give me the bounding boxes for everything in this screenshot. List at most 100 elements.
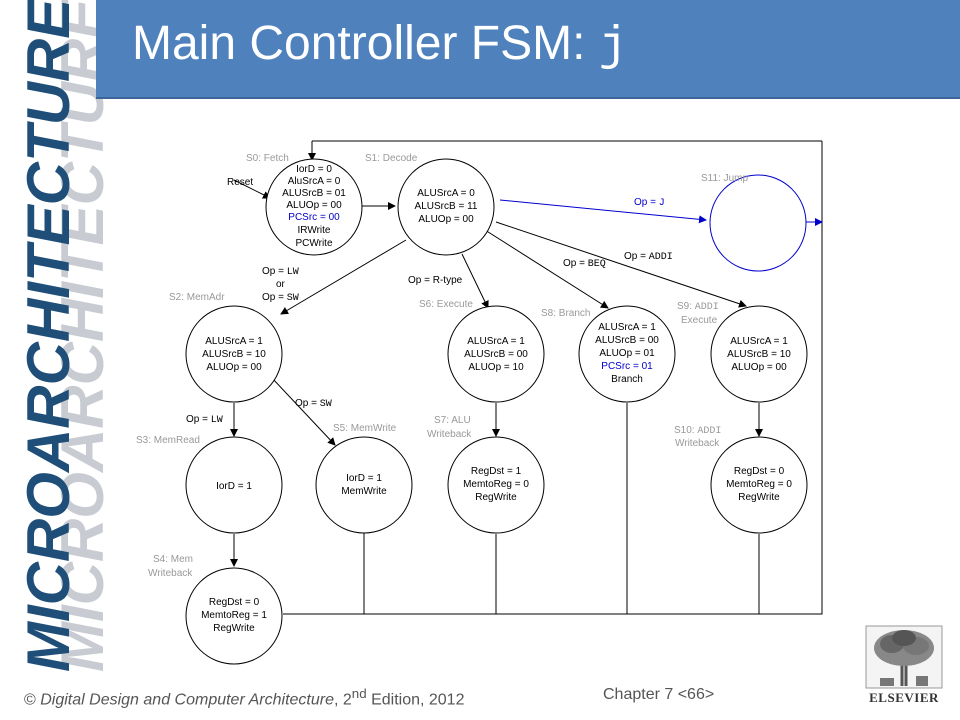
book-title: Digital Design and Computer Architecture: [40, 691, 334, 709]
state-s5: [315, 436, 413, 534]
s0-line: ALUOp = 00: [286, 200, 342, 211]
label-s2: S2: MemAdr: [169, 292, 225, 303]
s0-line: AluSrcA = 0: [288, 176, 341, 187]
s1-line: ALUOp = 00: [418, 214, 474, 225]
label-s9-line1: S9: ADDI: [677, 301, 719, 313]
op-prefix: Op =: [186, 414, 211, 425]
op-lw-sw-label-1: Op = LW: [262, 266, 299, 278]
label-s3: S3: MemRead: [136, 435, 200, 446]
s0-outputs: IorD = 0 AluSrcA = 0 ALUSrcB = 01 ALUOp …: [282, 164, 346, 249]
slide-title: Main Controller FSM: j: [132, 16, 628, 74]
publisher-name: ELSEVIER: [869, 690, 939, 705]
s0-line: PCWrite: [295, 238, 332, 249]
s4-outputs: RegDst = 0 MemtoReg = 1 RegWrite: [201, 597, 267, 634]
state-s1: [397, 158, 495, 256]
state-s10: [710, 436, 808, 534]
s3-outputs: IorD = 1: [216, 481, 252, 492]
s9-line: ALUSrcA = 1: [730, 336, 788, 347]
copyright: ©: [24, 691, 41, 709]
s6-line: ALUOp = 10: [468, 362, 524, 373]
state-s0: [265, 158, 363, 256]
state-s11: [709, 174, 807, 272]
op-code: SW: [287, 293, 299, 304]
s1-line: ALUSrcA = 0: [417, 188, 475, 199]
s5-line: IorD = 1: [346, 473, 382, 484]
label-s0: S0: Fetch: [246, 153, 289, 164]
op-prefix: Op =: [262, 266, 287, 277]
s2-outputs: ALUSrcA = 1 ALUSrcB = 10 ALUOp = 00: [202, 336, 266, 373]
s7-line: MemtoReg = 0: [463, 479, 529, 490]
op-code: BEQ: [588, 259, 606, 270]
return-wires: [283, 140, 823, 615]
state-labels: S0: Fetch S1: Decode S2: MemAdr S3: MemR…: [136, 153, 748, 579]
footer-citation: © Digital Design and Computer Architectu…: [24, 686, 464, 709]
op-addi-label: Op = ADDI: [624, 251, 673, 263]
label-s6: S6: Execute: [419, 299, 473, 310]
op-code: ADDI: [649, 252, 673, 263]
s6-line: ALUSrcB = 00: [464, 349, 528, 360]
label-s9-code: ADDI: [695, 302, 719, 313]
title-bar: Main Controller FSM: j: [96, 0, 960, 99]
s8-line: ALUOp = 01: [599, 348, 655, 359]
label-s7-line1: S7: ALU: [434, 415, 471, 426]
s2-line: ALUOp = 00: [206, 362, 262, 373]
op-prefix: Op =: [624, 251, 649, 262]
label-s10-prefix: S10:: [674, 425, 697, 436]
edition-rest: Edition, 2012: [366, 691, 465, 709]
label-s4-line1: S4: Mem: [153, 554, 193, 565]
op-lw-sw-label-2: or: [276, 279, 286, 290]
s8-line: ALUSrcB = 00: [595, 335, 659, 346]
op-code: J: [659, 198, 665, 209]
state-s2: [185, 305, 283, 403]
op-code: LW: [287, 267, 299, 278]
s8-line: Branch: [611, 374, 643, 385]
s3-line: IorD = 1: [216, 481, 252, 492]
state-s3: [185, 436, 283, 534]
s8-outputs: ALUSrcA = 1 ALUSrcB = 00 ALUOp = 01 PCSr…: [595, 322, 659, 385]
op-prefix: Op =: [295, 398, 320, 409]
label-s8: S8: Branch: [541, 308, 590, 319]
elsevier-tree-icon: [865, 625, 943, 689]
state-s6: [447, 305, 545, 403]
s2-line: ALUSrcB = 10: [202, 349, 266, 360]
label-s9-prefix: S9:: [677, 301, 695, 312]
op-prefix: Op =: [634, 197, 659, 208]
label-s4-line2: Writeback: [148, 568, 193, 579]
state-circles: [185, 158, 808, 665]
op-lw-sw-label-3: Op = SW: [262, 292, 299, 304]
transition-labels: Reset Op = LW or Op = SW Op = R-type Op …: [186, 177, 673, 426]
s6-outputs: ALUSrcA = 1 ALUSrcB = 00 ALUOp = 10: [464, 336, 528, 373]
title-code: j: [598, 20, 628, 74]
s7-outputs: RegDst = 1 MemtoReg = 0 RegWrite: [463, 466, 529, 503]
label-s5: S5: MemWrite: [333, 423, 397, 434]
s0-line: IRWrite: [298, 225, 331, 236]
s4-line: RegWrite: [213, 623, 255, 634]
s1-outputs: ALUSrcA = 0 ALUSrcB = 11 ALUOp = 00: [415, 188, 478, 225]
s10-line: RegDst = 0: [734, 466, 785, 477]
state-s8: [578, 305, 676, 403]
s7-line: RegWrite: [475, 492, 517, 503]
s10-outputs: RegDst = 0 MemtoReg = 0 RegWrite: [726, 466, 792, 503]
op-sw-label: Op = SW: [295, 398, 332, 410]
s9-line: ALUOp = 00: [731, 362, 787, 373]
s10-line: MemtoReg = 0: [726, 479, 792, 490]
state-s7: [447, 436, 545, 534]
s2-line: ALUSrcA = 1: [205, 336, 263, 347]
label-s7-line2: Writeback: [427, 429, 472, 440]
reset-label: Reset: [227, 177, 253, 188]
transitions: [230, 179, 763, 567]
s7-line: RegDst = 1: [471, 466, 522, 477]
op-lw-label: Op = LW: [186, 414, 223, 426]
s6-line: ALUSrcA = 1: [467, 336, 525, 347]
s10-line: RegWrite: [738, 492, 780, 503]
label-s11: S11: Jump: [701, 173, 748, 184]
label-s9-line2: Execute: [681, 315, 718, 326]
op-prefix: Op =: [563, 258, 588, 269]
op-prefix: Op =: [262, 292, 287, 303]
label-s10-line2: Writeback: [675, 438, 720, 449]
label-s10-line1: S10: ADDI: [674, 425, 721, 437]
s9-line: ALUSrcB = 10: [727, 349, 791, 360]
op-beq-label: Op = BEQ: [563, 258, 606, 270]
op-rtype-label: Op = R-type: [408, 275, 463, 286]
